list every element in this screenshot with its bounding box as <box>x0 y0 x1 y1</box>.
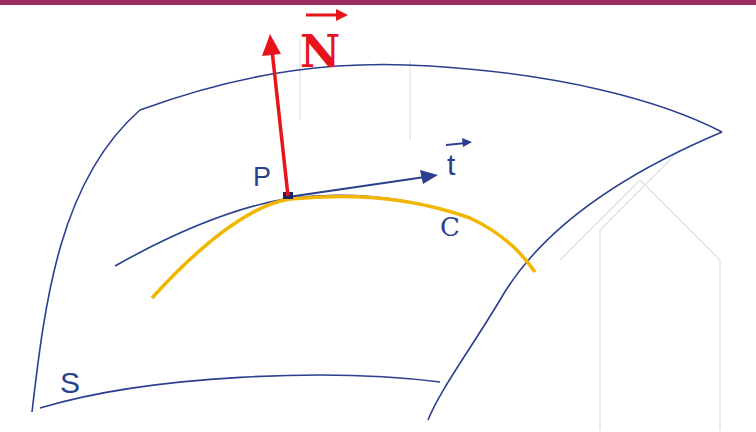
vector-accent-head <box>336 9 348 21</box>
normal-vector <box>272 50 288 196</box>
vector-accent <box>306 14 340 17</box>
tangent-vector <box>288 177 425 197</box>
curve-label: C <box>440 214 460 240</box>
tangent-label: t <box>447 150 455 180</box>
point-label: P <box>253 164 271 191</box>
curve-c <box>152 196 535 298</box>
surface-outline <box>32 64 722 420</box>
surface-label: S <box>60 368 80 398</box>
top-bar <box>0 0 756 5</box>
background-sketch <box>300 40 720 430</box>
normal-arrowhead <box>262 34 281 56</box>
tangent-arrowhead <box>420 170 438 184</box>
vector-accent-head <box>462 138 472 147</box>
normal-label: N <box>300 30 340 74</box>
